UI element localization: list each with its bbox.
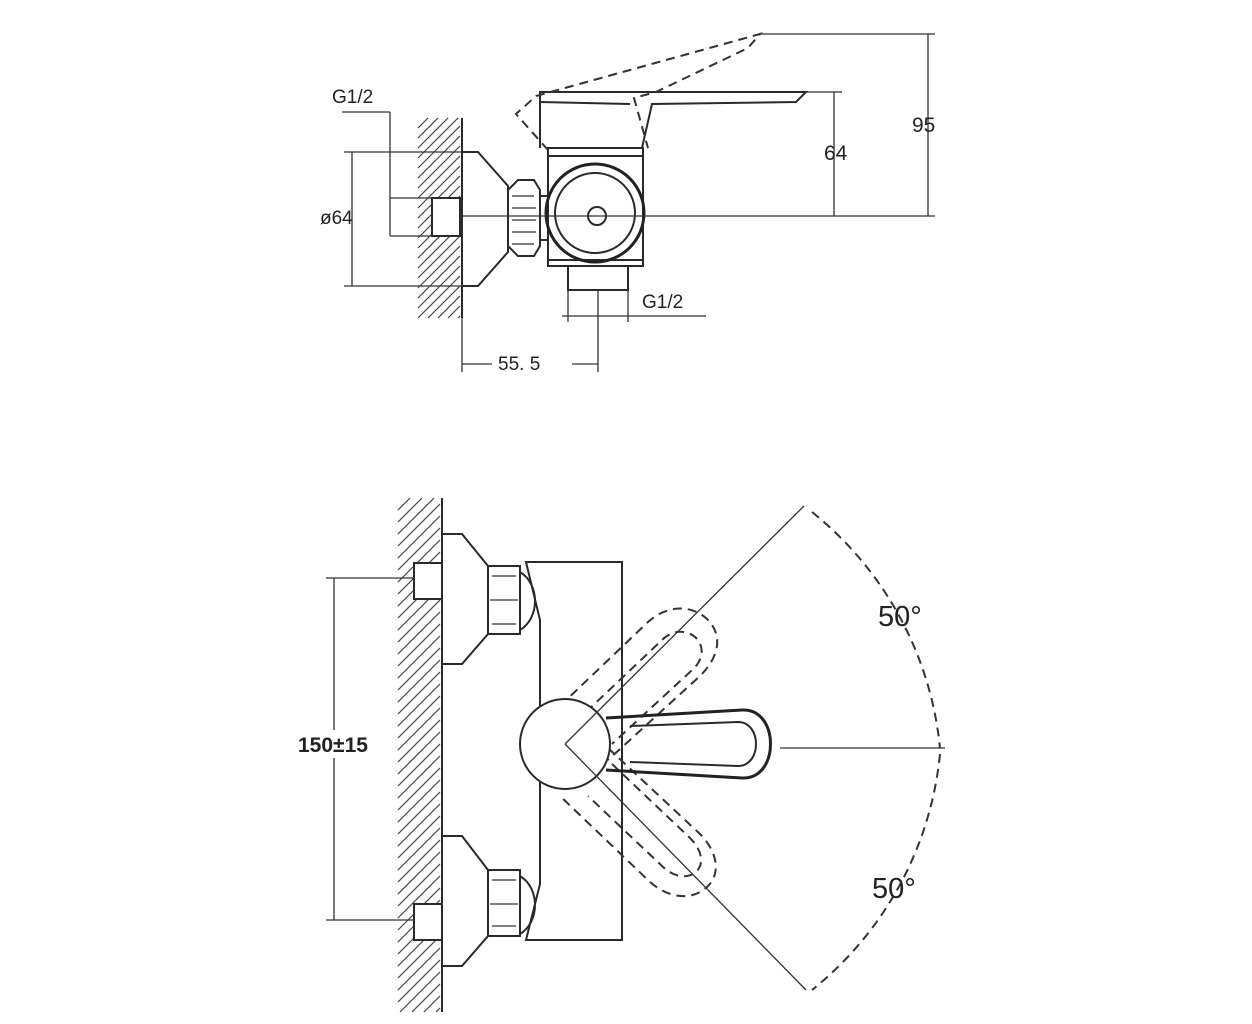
hatch-line [397, 875, 441, 919]
hatch-line [397, 647, 441, 691]
hatch-line [397, 767, 441, 811]
hatch-line [397, 503, 441, 547]
hatch-line [397, 611, 441, 655]
hatch-line [397, 515, 441, 559]
inlet-thread-label: G1/2 [332, 87, 373, 108]
hatch-line [397, 959, 441, 1003]
spacing-label: 150±15 [298, 734, 368, 757]
hatch-line [397, 731, 441, 775]
hatch-line [417, 117, 459, 159]
hatch-line [397, 827, 441, 871]
spacing-dimension: 150±15 [296, 577, 414, 921]
total-height-dimension: 95 [760, 33, 935, 216]
hatch-line [417, 117, 439, 139]
upper-connector [413, 533, 536, 665]
hatch-line [417, 235, 461, 279]
hatch-line [399, 971, 441, 1013]
upper-angle-label: 50° [878, 601, 922, 633]
hatch-line [397, 539, 441, 583]
handle-height-dimension: 64 [806, 91, 848, 216]
hatch-line [397, 851, 441, 895]
hatch-line [435, 1007, 441, 1013]
hatch-line [397, 659, 441, 703]
lever-handle-raised [514, 32, 763, 151]
hatch-line [397, 815, 441, 859]
hatch-line [447, 305, 461, 319]
total-height-label: 95 [912, 114, 935, 137]
wall-offset-label: 55. 5 [498, 354, 540, 375]
hatch-line [397, 635, 441, 679]
hatch-line [397, 707, 441, 751]
hatch-line [417, 165, 461, 209]
valve-body [544, 147, 646, 267]
wall-offset-dimension: 55. 5 [461, 290, 599, 375]
hatch-line [423, 995, 441, 1013]
hatch-line [397, 863, 441, 907]
hatch-line [457, 315, 461, 319]
hex-nut [507, 179, 549, 257]
lower-angle-label: 50° [872, 873, 916, 905]
hatch-line [417, 155, 461, 199]
flange-diameter-label: ø64 [320, 208, 353, 229]
lever-handle [539, 91, 809, 149]
hatch-line [397, 623, 441, 667]
side-view: G1/2 ø64 64 95 G1/2 [320, 32, 935, 375]
hatch-line [417, 117, 429, 129]
hatch-line [437, 295, 461, 319]
hatch-line [397, 497, 411, 511]
hatch-line [397, 719, 441, 763]
hatch-line [397, 803, 441, 847]
wall-flange [462, 151, 509, 287]
hatch-line [417, 125, 461, 169]
hatch-line [417, 265, 461, 309]
outlet-thread-dimension: G1/2 [562, 290, 706, 322]
outlet-stub [567, 265, 629, 291]
hatch-line [417, 255, 461, 299]
hatch-line [397, 527, 441, 571]
outlet-thread-label: G1/2 [642, 292, 683, 313]
hatch-line [397, 695, 441, 739]
hatch-line [397, 683, 441, 727]
lever-lowered-position [559, 747, 717, 898]
hatch-line [397, 671, 441, 715]
angle-indicator: 50° 50° [564, 505, 945, 991]
hatch-line [417, 135, 461, 179]
hatch-line [397, 497, 423, 523]
pipe-stub [431, 197, 461, 237]
hatch-line [417, 275, 461, 319]
flange-diameter-dimension: ø64 [320, 151, 462, 287]
hatch-line [417, 245, 461, 289]
handle-height-label: 64 [824, 142, 848, 165]
hatch-line [397, 947, 441, 991]
hatch-line [417, 145, 461, 189]
lower-connector [413, 835, 536, 967]
hatch-line [397, 599, 441, 643]
hatch-line [411, 983, 441, 1013]
hatch-line [397, 755, 441, 799]
hatch-line [397, 779, 441, 823]
hatch-line [397, 743, 441, 787]
mixer-body [524, 561, 623, 941]
hatch-line [417, 117, 449, 149]
hatch-line [397, 497, 435, 535]
hatch-line [397, 839, 441, 883]
inlet-thread-dimension: G1/2 [332, 87, 432, 237]
lever-raised-position [559, 607, 719, 761]
hatch-line [397, 935, 441, 979]
front-view: 50° 50° 150±15 [296, 497, 945, 1013]
hatch-line [427, 285, 461, 319]
hatch-line [397, 791, 441, 835]
